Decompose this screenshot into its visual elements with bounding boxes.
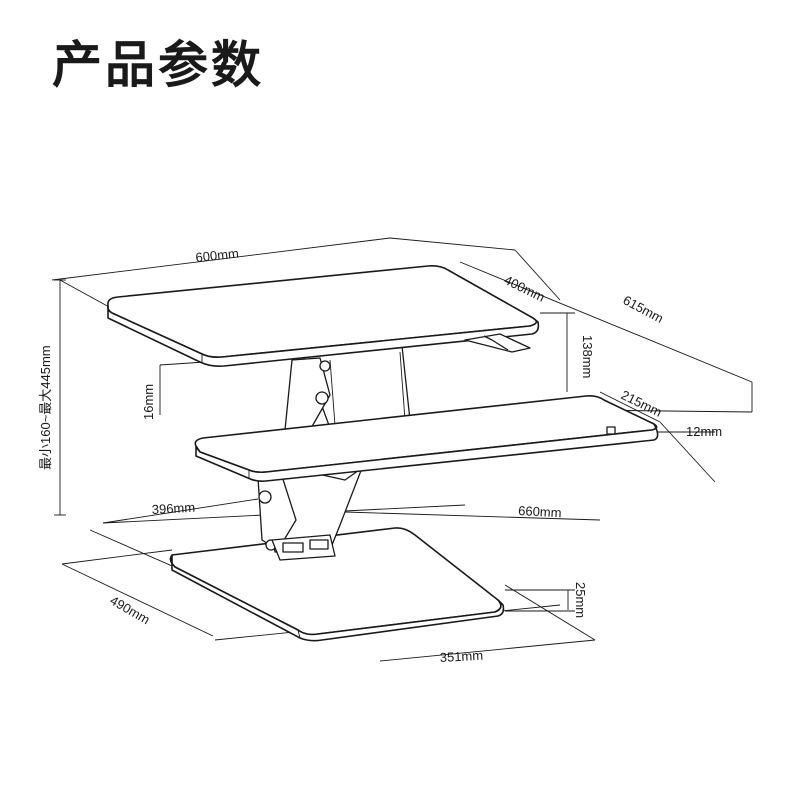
top-work-surface [107,265,540,367]
label-top-thickness: 16mm [141,384,156,420]
keyboard-tray [194,395,659,482]
page-title: 产品参数 [52,36,264,94]
base-plate [169,527,505,642]
label-arm-setback: 396mm [151,500,195,517]
label-base-width: 351mm [439,648,483,665]
label-height-range: 最小160~最大445mm [38,345,53,470]
label-base-depth: 490mm [108,593,153,628]
label-keyboard-thickness: 12mm [686,424,722,439]
label-keyboard-width: 660mm [518,503,562,520]
lift-mechanism [257,345,411,561]
label-overall-depth: 615mm [621,292,666,326]
label-top-depth: 400mm [502,272,548,304]
label-top-gap: 138mm [580,335,595,378]
label-top-width: 600mm [195,246,240,265]
label-base-height: 25mm [573,582,588,618]
